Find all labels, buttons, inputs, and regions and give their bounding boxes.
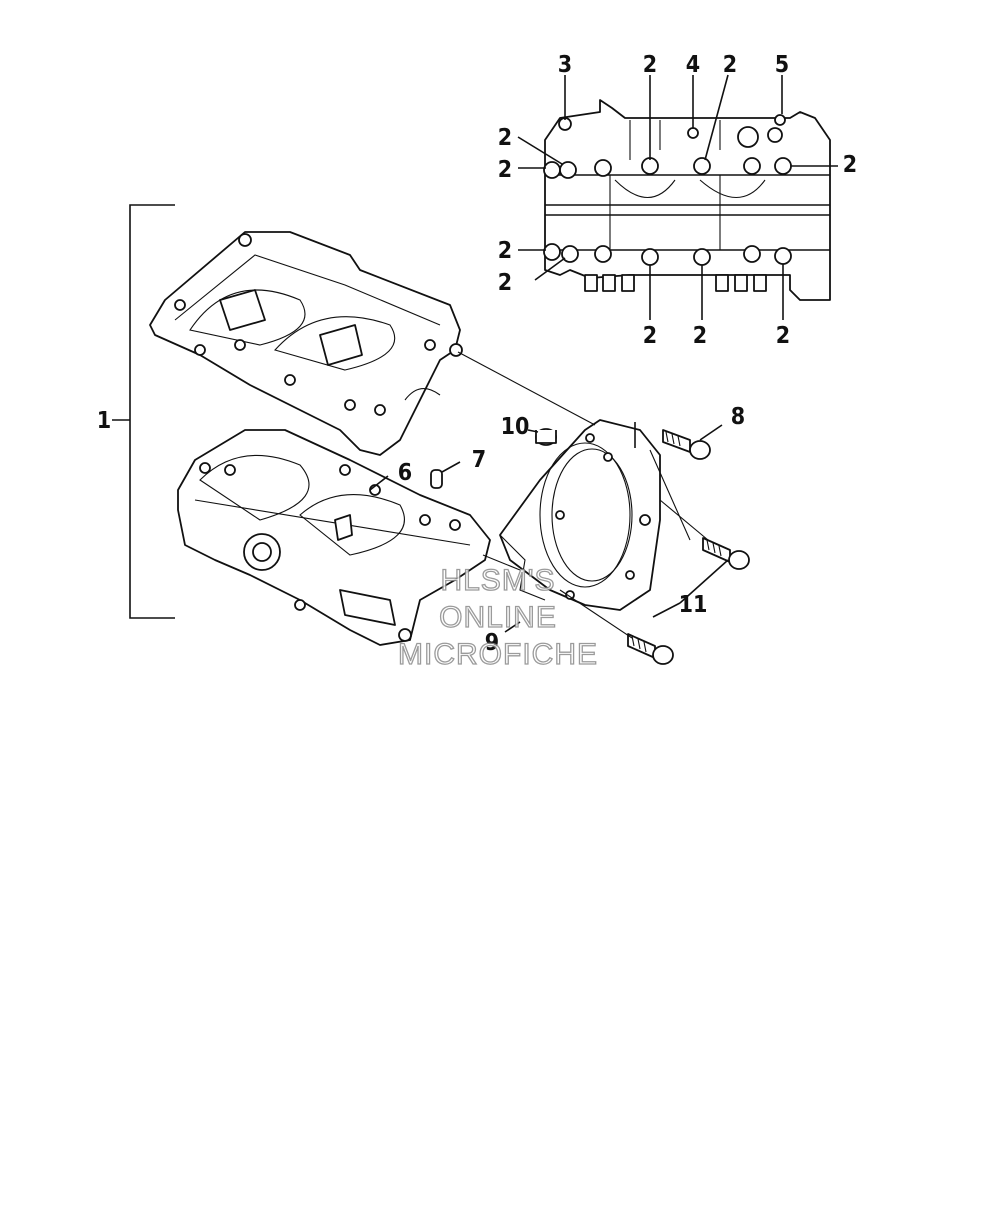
callout-2-i: 2	[693, 323, 707, 349]
crankcase-bottom-view	[543, 99, 831, 301]
callout-2-d: 2	[498, 157, 512, 183]
upper-crankcase	[149, 231, 463, 456]
watermark-line-1: HLSM'S	[440, 564, 555, 597]
dowel-pin-10	[535, 428, 557, 446]
callout-10: 10	[501, 414, 530, 440]
callout-9: 9	[485, 630, 499, 656]
callout-2-g: 2	[498, 270, 512, 296]
callout-8: 8	[731, 404, 745, 430]
callout-labels: 1 3 2 4 2 5 2 2 2 2 2 2 2 2 8 10 7 6 11 …	[97, 52, 857, 656]
watermark-line-2: ONLINE	[439, 601, 557, 634]
callout-7: 7	[472, 447, 486, 473]
callout-2-c: 2	[498, 125, 512, 151]
callout-11: 11	[679, 592, 708, 618]
screw-8	[662, 429, 711, 460]
assembly-leaders	[369, 351, 729, 639]
callout-4: 4	[686, 52, 700, 78]
dowel-pin-7	[430, 469, 443, 489]
callout-2-f: 2	[498, 238, 512, 264]
assembly-bracket	[112, 204, 175, 619]
callout-2-b: 2	[723, 52, 737, 78]
callout-2-j: 2	[776, 323, 790, 349]
callout-5: 5	[775, 52, 789, 78]
callout-1: 1	[97, 408, 111, 434]
screw-11-upper	[702, 537, 750, 570]
callout-3: 3	[558, 52, 572, 78]
top-view-leaders	[517, 74, 838, 320]
lower-crankcase	[177, 429, 491, 646]
callout-6: 6	[398, 460, 412, 486]
callout-2-e: 2	[843, 152, 857, 178]
callout-2-a: 2	[643, 52, 657, 78]
mag-housing	[499, 419, 661, 611]
watermark-line-3: MICROFICHE	[398, 638, 598, 671]
screw-11-lower	[627, 633, 674, 665]
watermark: HLSM'S ONLINE MICROFICHE	[397, 563, 598, 671]
callout-2-h: 2	[643, 323, 657, 349]
